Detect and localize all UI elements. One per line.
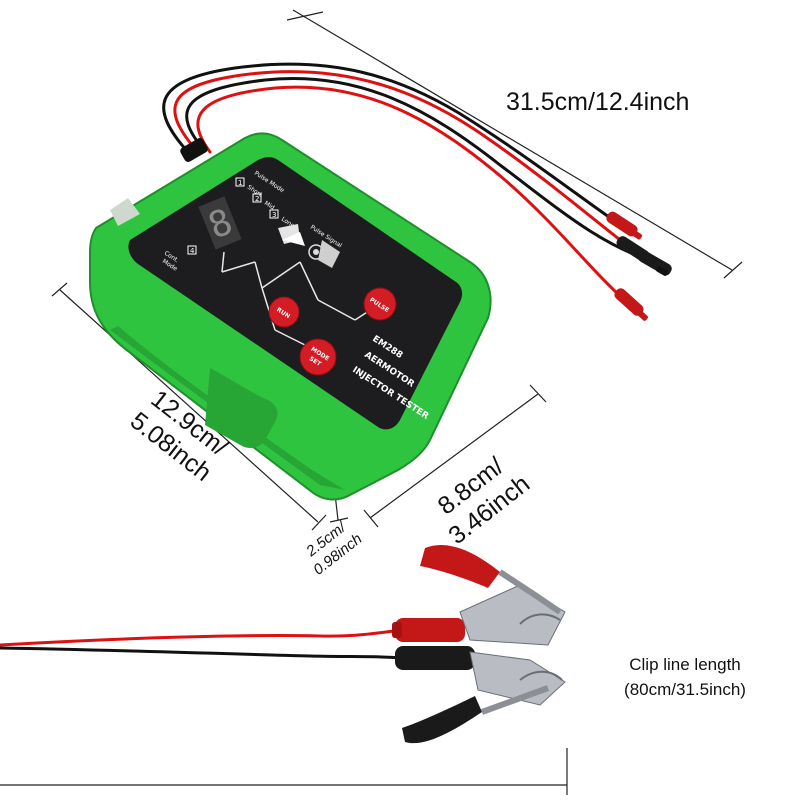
red-alligator-clip (392, 545, 566, 646)
run-button[interactable]: RUN (268, 296, 300, 328)
svg-text:2: 2 (255, 195, 259, 203)
cable-strain-relief (180, 138, 208, 162)
length-dimension-line (59, 289, 319, 523)
clip-cables (0, 628, 407, 660)
svg-text:Mid: Mid (263, 200, 276, 212)
width-dimension-line (369, 393, 539, 519)
probe-tips (606, 211, 672, 321)
dimension-lines (0, 9, 743, 795)
svg-text:4: 4 (190, 247, 195, 255)
cable-dimension-line (292, 9, 733, 271)
cable-length-label: 31.5cm/12.4inch (506, 88, 690, 116)
clip-line-title: Clip line length (629, 655, 741, 674)
svg-text:1: 1 (238, 179, 242, 187)
panel-lines (221, 251, 379, 356)
svg-text:3: 3 (272, 211, 276, 219)
probe-cables (162, 62, 657, 307)
black-alligator-clip (395, 646, 566, 744)
clip-line-value: (80cm/31.5inch) (624, 680, 746, 699)
clip-line-label: Clip line length (80cm/31.5inch) (600, 652, 770, 702)
pulse-button[interactable]: PULSE (363, 287, 397, 321)
injector-tester: 8 Pulse Mode 1 Short 2 Mid 3 Long 4 Cont… (89, 132, 492, 501)
mode-set-button[interactable]: MODE SET (299, 338, 337, 376)
